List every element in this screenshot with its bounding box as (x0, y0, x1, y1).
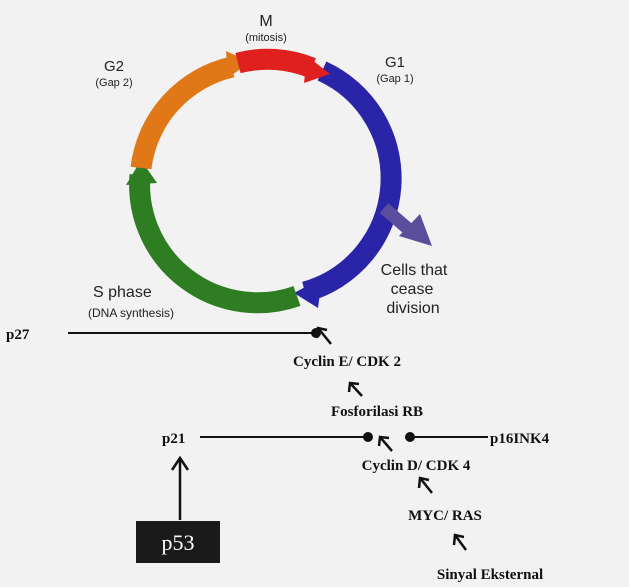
m-label: M (259, 13, 272, 30)
g2-arc (130, 56, 235, 170)
p27-label: p27 (6, 327, 30, 343)
s-phase-label: S phase (93, 284, 152, 301)
fosforilasi-to-cyclinE-arrow (349, 382, 363, 397)
g1-arrowhead (294, 278, 322, 308)
g1-arc (302, 61, 402, 303)
exit-arrow (379, 203, 432, 246)
g2-arrowhead (226, 51, 250, 78)
p53-label: p53 (162, 530, 195, 555)
s-phase-arrowhead (126, 160, 157, 185)
cyclin-d-cdk4-label: Cyclin D/ CDK 4 (362, 458, 471, 474)
myc-to-cyclinD-arrow (419, 477, 433, 494)
p16ink4-label: p16INK4 (490, 431, 550, 447)
exit-label-line1: Cells that (381, 262, 448, 279)
exit-label-line3: division (386, 300, 439, 317)
cyclinD-to-fosforilasi-arrow (379, 436, 393, 452)
myc-ras-label: MYC/ RAS (408, 508, 482, 524)
p53-box: p53 (136, 521, 220, 563)
g2-sub-label: (Gap 2) (95, 77, 132, 89)
sinyal-to-myc-arrow (453, 534, 468, 551)
s-phase-sub-label: (DNA synthesis) (88, 306, 174, 320)
mitosis-arc (235, 48, 316, 78)
pathway (68, 326, 488, 551)
p16-inhibition-dot (405, 432, 415, 442)
g1-sub-label: (Gap 1) (376, 73, 413, 85)
cyclin-e-cdk2-label: Cyclin E/ CDK 2 (293, 354, 401, 370)
p21-inhibition-dot (363, 432, 373, 442)
cell-cycle-ring (126, 48, 402, 314)
exit-label-line2: cease (391, 281, 434, 298)
s-phase-arc (129, 174, 301, 314)
p27-inhibition-dot (311, 328, 321, 338)
g1-label: G1 (385, 54, 405, 71)
sinyal-eksternal-label: Sinyal Eksternal (437, 567, 543, 583)
g2-label: G2 (104, 58, 124, 75)
p21-label: p21 (162, 431, 185, 447)
mitosis-arrowhead (304, 56, 330, 83)
m-sub-label: (mitosis) (245, 32, 287, 44)
fosforilasi-rb-label: Fosforilasi RB (331, 404, 423, 420)
